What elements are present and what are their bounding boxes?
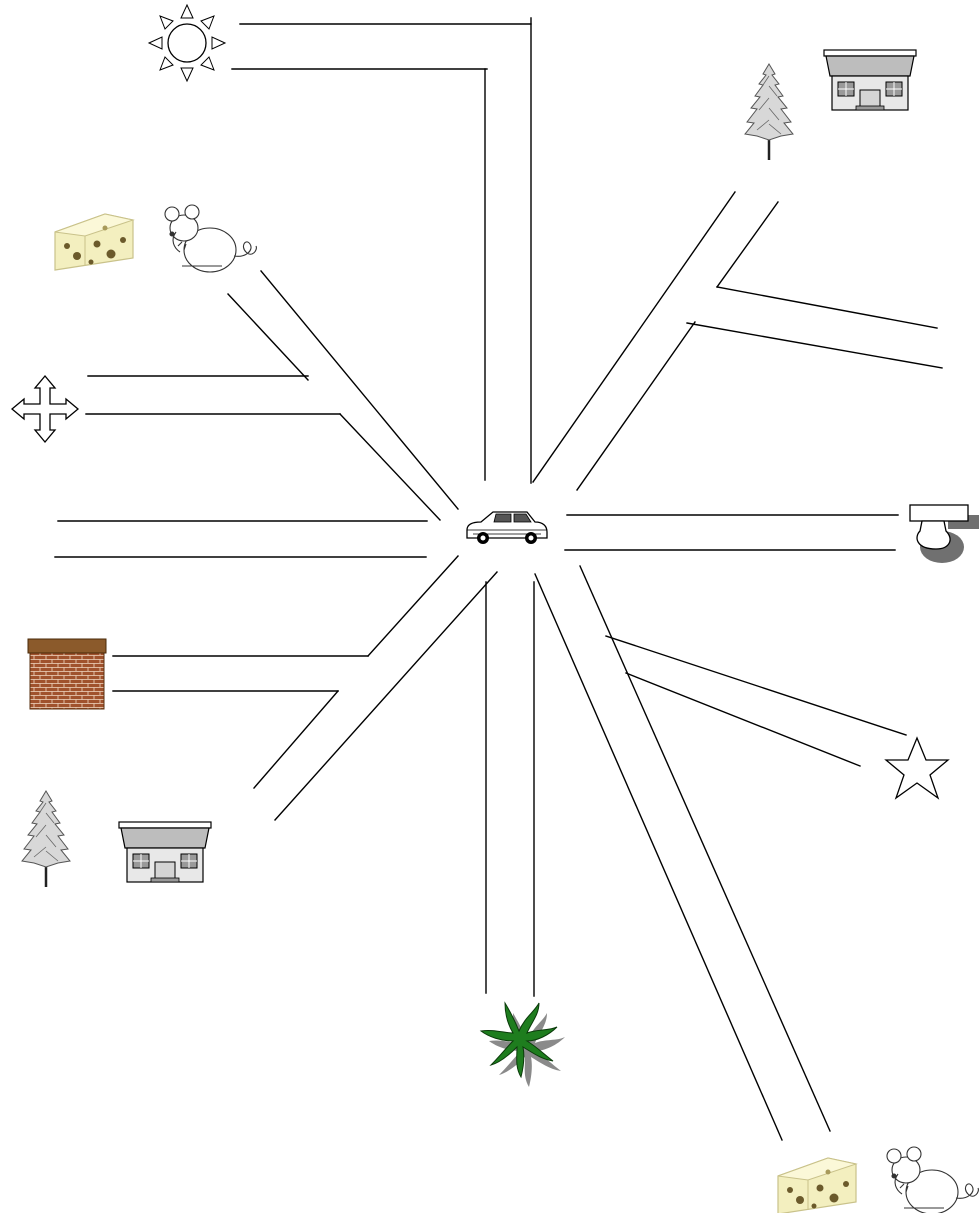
sun-icon: [149, 5, 225, 81]
road-to-cheese-mouse-bottom-right: [535, 566, 830, 1140]
house-icon: [824, 50, 916, 110]
cheese-icon: [55, 214, 133, 270]
road-to-green-flower: [486, 582, 534, 996]
road-to-sun: [232, 18, 531, 483]
star-icon: [886, 738, 948, 798]
tree-icon: [745, 64, 793, 160]
mouse-icon: [165, 205, 256, 272]
ceiling-lamp-icon: [910, 505, 979, 563]
road-to-lamp: [565, 515, 898, 550]
road-left: [55, 521, 427, 557]
road-to-cheese-mouse-top-left: [228, 271, 458, 509]
tree-icon: [22, 791, 70, 887]
road-to-four-way-arrow: [86, 376, 440, 520]
road-to-star: [606, 636, 906, 766]
flower-icon: [481, 1003, 565, 1087]
mouse-icon: [887, 1147, 978, 1213]
four-way-arrow-icon: [12, 376, 78, 442]
road-to-tree-house-top-right: [533, 192, 942, 490]
house-icon: [119, 822, 211, 882]
car-icon: [467, 512, 547, 544]
road-to-chimney-and-tree-house: [113, 556, 497, 820]
chimney-icon: [28, 639, 106, 709]
cheese-icon: [778, 1158, 856, 1213]
